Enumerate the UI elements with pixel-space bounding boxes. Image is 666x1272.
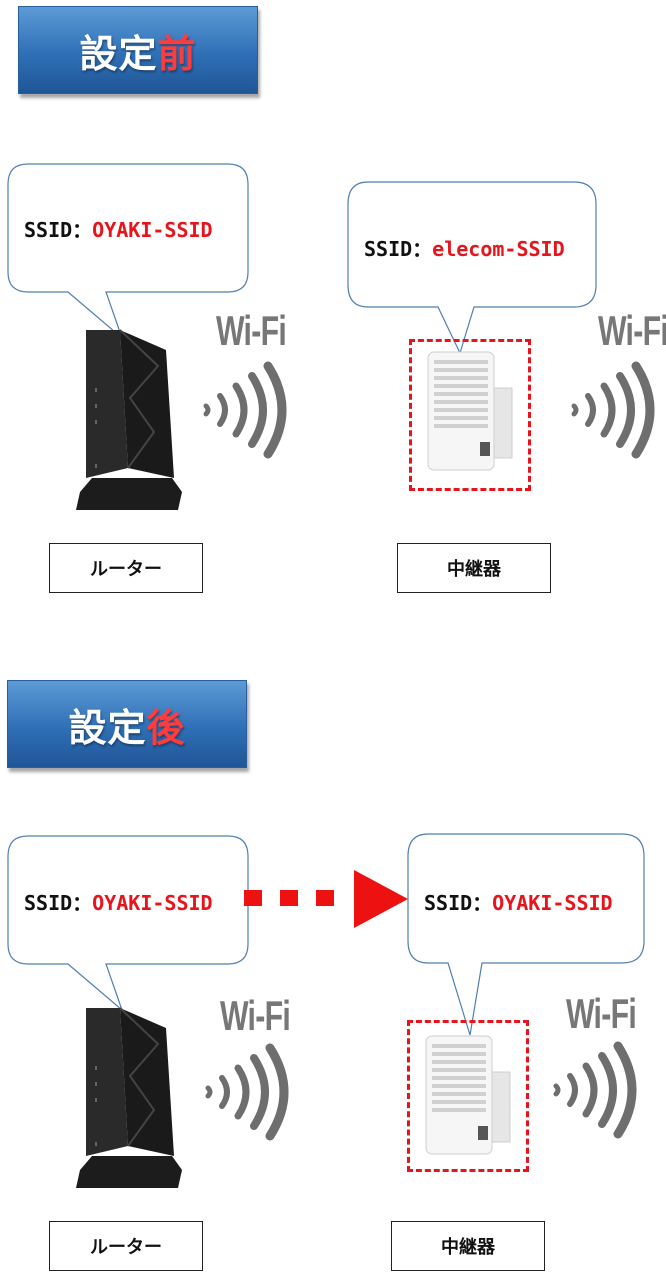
router-wifi-label: Wi-Fi	[216, 307, 287, 354]
ssid-key: SSID：	[24, 218, 93, 242]
router-ssid-text: SSID：OYAKI-SSID	[24, 214, 213, 243]
repeater-highlight-box	[409, 339, 531, 491]
ssid-value: OYAKI-SSID	[92, 891, 213, 915]
repeater-label: 中継器	[391, 1221, 545, 1271]
banner-title: 設定	[68, 705, 147, 750]
repeater-image	[427, 351, 513, 471]
section-after-banner: 設定後	[7, 680, 247, 768]
router-label: ルーター	[49, 543, 203, 593]
repeater-highlight-box	[407, 1020, 529, 1172]
router-wifi-icon	[205, 1043, 289, 1141]
repeater-wifi-icon	[571, 361, 655, 459]
ssid-key: SSID：	[364, 237, 433, 261]
repeater-label: 中継器	[397, 543, 551, 593]
router-wifi-label: Wi-Fi	[220, 992, 291, 1039]
repeater-wifi-label: Wi-Fi	[566, 990, 637, 1037]
ssid-key: SSID：	[424, 891, 493, 915]
ssid-value: OYAKI-SSID	[492, 891, 613, 915]
banner-title-accent: 後	[146, 705, 186, 750]
ssid-value: OYAKI-SSID	[92, 218, 213, 242]
repeater-ssid-text: SSID：OYAKI-SSID	[424, 887, 613, 916]
router-ssid-text: SSID：OYAKI-SSID	[24, 887, 213, 916]
router-image	[76, 1007, 182, 1188]
ssid-key: SSID：	[24, 891, 93, 915]
ssid-value: elecom-SSID	[432, 237, 565, 261]
ssid-copy-arrow	[244, 870, 408, 928]
repeater-ssid-bubble	[407, 833, 645, 1036]
router-ssid-bubble	[7, 835, 249, 1012]
section-before-banner: 設定前	[18, 6, 258, 94]
repeater-image	[425, 1035, 511, 1155]
repeater-ssid-bubble	[347, 181, 597, 355]
repeater-wifi-label: Wi-Fi	[598, 307, 666, 354]
repeater-ssid-text: SSID：elecom-SSID	[364, 233, 565, 262]
banner-title: 設定	[79, 31, 158, 76]
router-wifi-icon	[203, 361, 287, 459]
router-label: ルーター	[49, 1221, 203, 1271]
router-ssid-bubble	[7, 163, 249, 340]
router-image	[76, 329, 182, 510]
repeater-wifi-icon	[553, 1041, 637, 1139]
banner-title-accent: 前	[157, 31, 197, 76]
